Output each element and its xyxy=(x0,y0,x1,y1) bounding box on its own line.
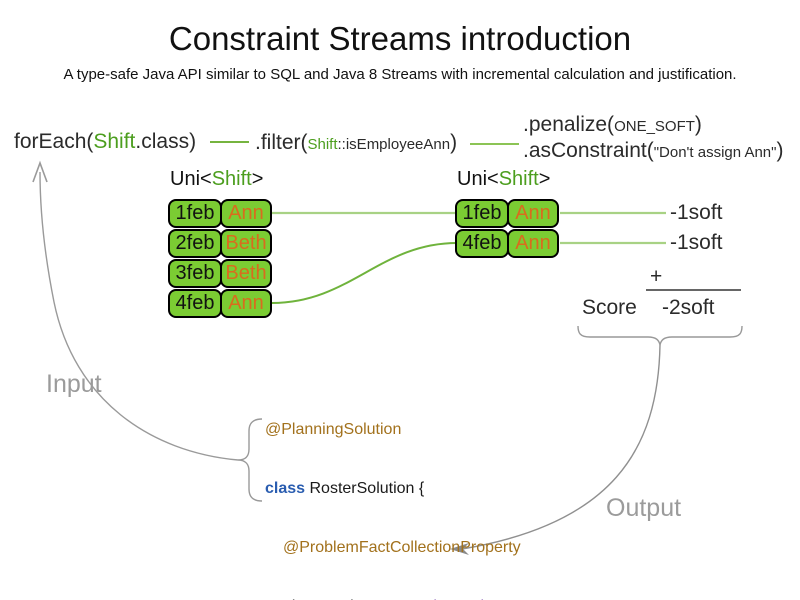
right-label-post: > xyxy=(538,168,551,190)
asconstraint-pre: .asConstraint( xyxy=(523,139,654,162)
shift-date-cell: 4feb xyxy=(168,289,222,318)
shift-employee-cell: Ann xyxy=(507,199,559,228)
output-label: Output xyxy=(606,494,682,522)
right-table-row-1: 1feb Ann xyxy=(455,199,559,228)
left-table-row-3: 3feb Beth xyxy=(168,259,272,288)
left-label-post: > xyxy=(251,168,264,190)
right-table-label: Uni<Shift> xyxy=(457,168,550,191)
foreach-pre: forEach( xyxy=(14,130,94,153)
asconstraint-call: .asConstraint("Don't assign Ann") xyxy=(523,139,783,163)
shift-date-cell: 1feb xyxy=(168,199,222,228)
code-line-class-decl: class RosterSolution { xyxy=(265,479,532,499)
class-keyword: class xyxy=(265,479,306,497)
shift-date-cell: 4feb xyxy=(455,229,509,258)
left-table-label: Uni<Shift> xyxy=(170,168,263,191)
left-table-row-1: 1feb Ann xyxy=(168,199,272,228)
left-label-pre: Uni< xyxy=(170,168,212,190)
shift-employee-cell: Ann xyxy=(220,289,272,318)
left-table-row-2: 2feb Beth xyxy=(168,229,272,258)
penalize-close: ) xyxy=(694,113,702,136)
planning-solution-annotation: @PlanningSolution xyxy=(265,421,402,439)
problem-fact-annotation: @ProblemFactCollectionProperty xyxy=(283,538,521,556)
penalize-arg: ONE_SOFT xyxy=(614,118,695,135)
filter-arg: ::isEmployeeAnn xyxy=(337,136,451,153)
code-line-annotation-solution: @PlanningSolution xyxy=(265,420,532,440)
shift-employee-cell: Beth xyxy=(220,259,272,288)
shift-date-cell: 1feb xyxy=(455,199,509,228)
foreach-post: .class) xyxy=(135,130,197,153)
asconstraint-close: ) xyxy=(776,139,784,162)
right-table-row-2: 4feb Ann xyxy=(455,229,559,258)
score-total: -2soft xyxy=(662,296,715,319)
employee-list-semicolon: ; xyxy=(496,598,500,600)
employee-list-type: List<Employee> xyxy=(283,598,402,600)
penalty-value-2: -1soft xyxy=(670,231,723,254)
asconstraint-arg: "Don't assign Ann" xyxy=(653,144,777,161)
shift-employee-cell: Ann xyxy=(220,199,272,228)
foreach-call: forEach(Shift.class) xyxy=(14,130,196,154)
employee-list-name: employeeList xyxy=(402,598,496,600)
shift-date-cell: 3feb xyxy=(168,259,222,288)
right-label-pre: Uni< xyxy=(457,168,499,190)
roster-solution-code-block: @PlanningSolution class RosterSolution {… xyxy=(265,381,532,600)
input-label: Input xyxy=(46,370,102,398)
penalize-call: .penalize(ONE_SOFT) xyxy=(523,113,702,137)
penalty-value-1: -1soft xyxy=(670,201,723,224)
input-brace xyxy=(237,418,263,502)
filter-close: ) xyxy=(450,131,458,154)
filter-pre: .filter( xyxy=(255,131,308,154)
right-label-class: Shift xyxy=(498,168,539,190)
shift-employee-cell: Beth xyxy=(220,229,272,258)
filter-call: .filter(Shift::isEmployeeAnn) xyxy=(255,131,457,155)
shift-date-cell: 2feb xyxy=(168,229,222,258)
left-table-row-4: 4feb Ann xyxy=(168,289,272,318)
filter-class-token: Shift xyxy=(307,136,338,153)
shift-employee-cell: Ann xyxy=(507,229,559,258)
page-title: Constraint Streams introduction xyxy=(168,20,632,57)
page-subtitle: A type-safe Java API similar to SQL and … xyxy=(63,66,737,83)
foreach-class-token: Shift xyxy=(93,130,136,153)
code-line-annotation-problemfact: @ProblemFactCollectionProperty xyxy=(265,538,532,558)
class-name: RosterSolution { xyxy=(305,479,425,497)
score-label: Score xyxy=(582,296,637,319)
input-arrowhead-icon xyxy=(32,160,48,183)
code-line-employee-list: List<Employee> employeeList; xyxy=(265,597,532,600)
score-brace xyxy=(577,325,743,346)
plus-sign: + xyxy=(650,265,663,288)
connector-4feb xyxy=(271,242,458,304)
left-label-class: Shift xyxy=(211,168,252,190)
penalize-pre: .penalize( xyxy=(523,113,615,136)
